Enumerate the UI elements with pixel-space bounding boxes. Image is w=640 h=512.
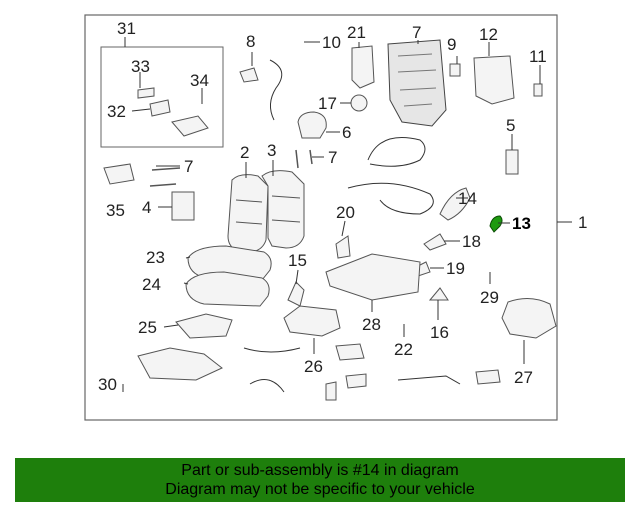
part-33: [149, 99, 171, 117]
callout-10: 9: [447, 35, 456, 54]
callout-19: 18: [462, 232, 481, 251]
callout-labels: 31 33 32 34 8 10 21 7 9 12 11 17 6 5 2 3…: [98, 19, 587, 394]
inset-frame: [100, 46, 224, 148]
callout-31: 30: [98, 375, 117, 394]
part-4: [171, 191, 195, 221]
callout-4: 4: [142, 198, 151, 217]
callout-14[interactable]: 13: [512, 214, 531, 233]
callout-23: 22: [394, 340, 413, 359]
seat-back-parts: [227, 170, 305, 253]
part-15: [439, 187, 471, 221]
part-21: [335, 235, 351, 259]
footer-line-2: Diagram may not be specific to your vehi…: [165, 481, 475, 498]
callout-12: 11: [529, 47, 547, 66]
headrest-part: [297, 111, 327, 139]
callout-24: 23: [146, 248, 165, 267]
callout-25: 24: [142, 275, 161, 294]
part-5: [505, 149, 519, 175]
callout-32: 31: [117, 19, 136, 38]
callout-22: 21: [347, 23, 366, 42]
panel-part: [473, 55, 515, 105]
callout-20: 19: [446, 259, 465, 278]
part-16: [287, 281, 305, 307]
callout-29: 28: [362, 315, 381, 334]
callout-35: 34: [190, 71, 209, 90]
diagram-frame: [84, 14, 558, 421]
callout-7b: 7: [328, 148, 337, 167]
callout-36: 35: [106, 201, 125, 220]
part-27: [283, 305, 341, 337]
footer-line-1: Part or sub-assembly is #14 in diagram: [181, 462, 459, 479]
callout-34: 33: [131, 57, 150, 76]
part-9: [239, 67, 259, 83]
part-12: [533, 83, 543, 97]
callout-18: 17: [318, 94, 337, 113]
part-26: [175, 313, 233, 339]
part-31: [137, 347, 223, 381]
highlighted-part-14[interactable]: [489, 215, 503, 233]
callout-11: 10: [322, 33, 341, 52]
callout-21: 20: [336, 203, 355, 222]
part-35: [171, 115, 209, 137]
part-36: [103, 163, 135, 185]
callout-8: 7: [412, 23, 421, 42]
part-19: [423, 233, 447, 251]
callout-28: 27: [514, 368, 533, 387]
leader-lines: [122, 37, 541, 392]
callout-7a: 7: [184, 157, 193, 176]
callout-17: 16: [430, 323, 449, 342]
callout-27: 26: [304, 357, 323, 376]
seat-cushion-parts: [185, 245, 272, 307]
callout-1: 1: [578, 213, 587, 232]
part-34: [137, 87, 155, 99]
trim-part-22: [351, 45, 375, 89]
callout-2: 2: [240, 143, 249, 162]
callout-26: 25: [138, 318, 157, 337]
callout-13: 12: [479, 25, 498, 44]
seat-track-part-29: [325, 253, 421, 301]
callout-5: 5: [506, 116, 515, 135]
footer-banner: Part or sub-assembly is #14 in diagram D…: [15, 458, 625, 502]
part-10: [449, 63, 461, 77]
callout-16: 15: [288, 251, 307, 270]
callout-33: 32: [107, 102, 126, 121]
part-17: [428, 287, 449, 301]
callout-3: 3: [267, 141, 276, 160]
part-28: [501, 298, 557, 339]
callout-6: 6: [342, 123, 351, 142]
knob-part-18: [350, 94, 368, 112]
seat-frame-part: [387, 39, 447, 127]
callout-9: 8: [246, 32, 255, 51]
callout-15: 14: [458, 189, 477, 208]
callout-30: 29: [480, 288, 499, 307]
